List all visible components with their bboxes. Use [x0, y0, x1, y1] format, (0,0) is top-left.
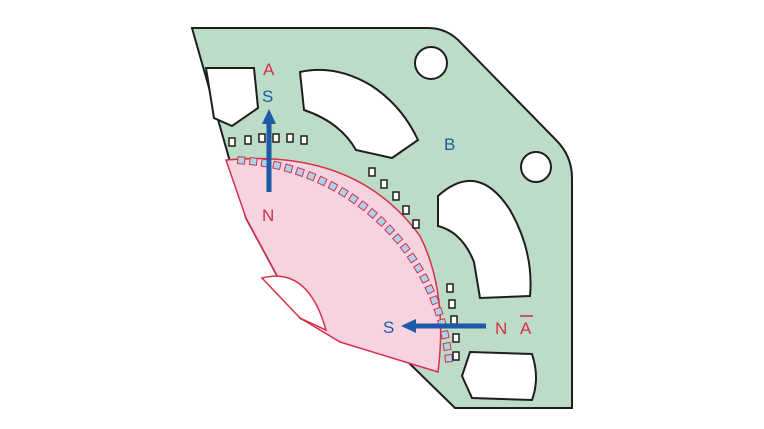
stator-tooth: [450, 315, 458, 325]
label-pole-a: A: [263, 60, 275, 79]
rotor-tooth: [424, 283, 436, 295]
label-arrow-bottom-s: S: [383, 318, 394, 337]
label-pole-b: B: [444, 135, 455, 154]
rotor-tooth: [429, 295, 440, 306]
rotor-tooth: [357, 200, 369, 212]
stator-tooth: [392, 191, 400, 201]
stator-tooth: [286, 133, 294, 143]
rotor-tooth: [327, 180, 339, 192]
rotor: [224, 157, 442, 373]
rotor-teeth: [237, 156, 454, 363]
rotor-tooth: [433, 306, 444, 317]
stator-tooth: [446, 283, 454, 293]
stator-slot-bottom: [460, 350, 537, 402]
label-arrow-bottom-n: N: [495, 319, 507, 338]
stator-tooth: [452, 333, 460, 343]
stator-tooth: [258, 133, 266, 143]
rotor-tooth: [418, 273, 430, 284]
stator-tooth: [300, 135, 308, 145]
label-arrow-top-s: S: [262, 87, 273, 106]
stator-tooth: [244, 135, 252, 145]
label-arrow-top-n: N: [262, 206, 274, 225]
stator-tooth: [272, 133, 280, 143]
stator-tooth: [402, 205, 410, 215]
rotor-tooth: [272, 160, 282, 171]
stator-tooth: [448, 299, 456, 309]
mounting-hole-right: [520, 151, 552, 183]
rotor-tooth: [337, 186, 349, 198]
rotor-tooth: [375, 215, 387, 228]
stator-tooth: [228, 137, 236, 147]
rotor-tooth: [442, 341, 452, 352]
magnet-arrow-vertical-head: [262, 109, 276, 124]
rotor-tooth: [294, 166, 305, 178]
stator-slot-right: [437, 179, 532, 300]
rotor-tooth: [406, 252, 418, 264]
rotor-tooth: [305, 170, 317, 182]
stator-tooth: [412, 219, 420, 229]
rotor-tooth: [392, 233, 404, 245]
stator-tooth: [368, 167, 376, 177]
rotor-tooth: [413, 262, 424, 274]
label-pole-a-bar: A: [520, 319, 532, 338]
magnet-arrow-horizontal-head: [401, 319, 416, 333]
stator-slot-top: [298, 68, 420, 160]
rotor-tooth: [237, 156, 246, 165]
rotor-tooth: [283, 163, 294, 174]
rotor-tooth: [440, 329, 450, 340]
stator-tooth: [380, 179, 388, 189]
rotor-tooth: [399, 242, 411, 254]
rotor-tooth: [444, 353, 454, 363]
stator-slot-left: [204, 67, 260, 128]
rotor-hub: [260, 275, 328, 332]
rotor-tooth: [316, 175, 328, 187]
stator-teeth: [228, 133, 460, 361]
rotor-tooth: [384, 224, 396, 236]
mounting-hole-top: [414, 46, 448, 80]
rotor-tooth: [366, 207, 379, 220]
stator-tooth: [452, 351, 460, 361]
rotor-tooth: [347, 193, 359, 205]
rotor-tooth: [248, 156, 258, 166]
